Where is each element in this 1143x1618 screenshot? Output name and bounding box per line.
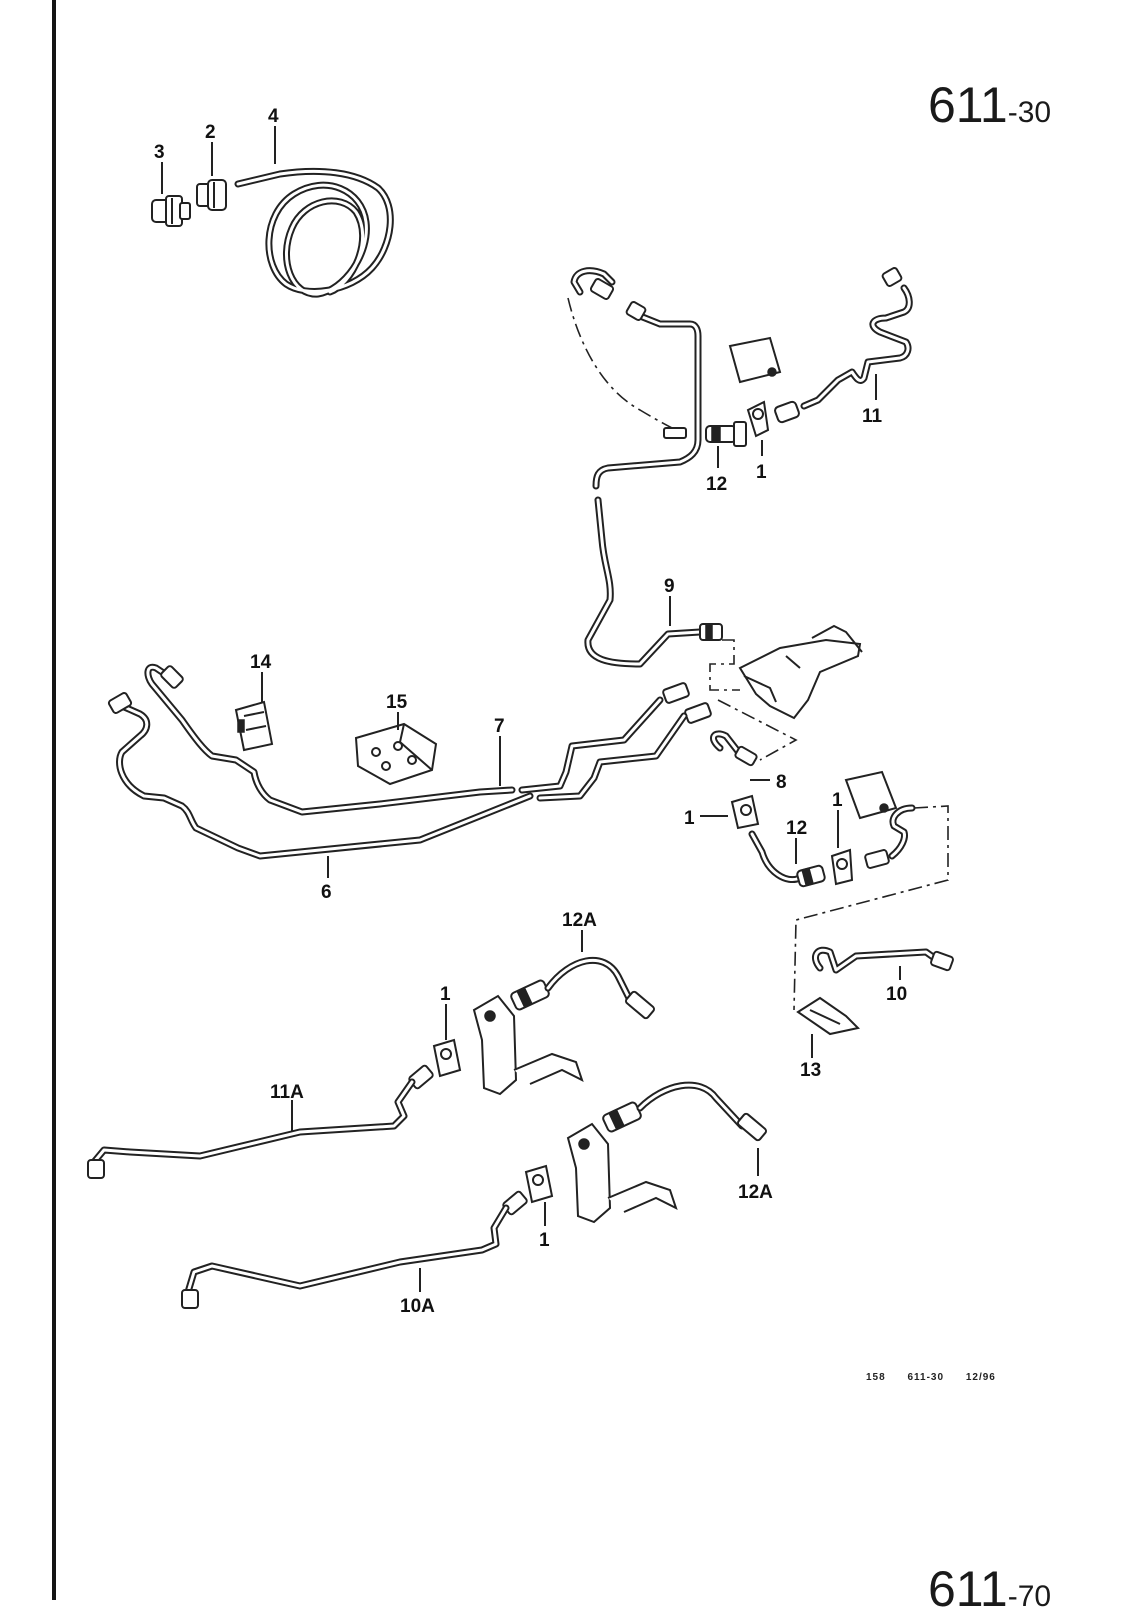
callout-12-upper: 12 [706,474,727,495]
callout-1-10A: 1 [539,1230,550,1251]
part-plate-upper [728,336,782,384]
callout-1-upper: 1 [756,462,767,483]
part-bracket-lower-large [566,1122,678,1224]
part-8-bolt [710,730,758,767]
part-plate-lower [844,770,898,820]
page-left-rule [52,0,56,1600]
callout-2: 2 [205,122,216,143]
part-1-bracket-mid [730,794,760,830]
part-12A-hose-lower [602,1081,767,1142]
callout-1-11A: 1 [440,984,451,1005]
callout-9: 9 [664,576,675,597]
callout-15: 15 [386,692,408,713]
callout-3: 3 [154,142,165,163]
page-number-main: 611 [928,77,1008,133]
callout-12A-lower: 12A [738,1182,773,1203]
part-6-long-pipe [107,692,688,860]
callout-10: 10 [886,984,907,1005]
callout-12-lower: 12 [786,818,807,839]
part-1-bracket-upper [746,400,770,438]
part-12-hose-upper [705,421,747,447]
callout-1-mid: 1 [684,808,695,829]
callout-13: 13 [800,1060,821,1081]
page-number-suffix: -30 [1007,96,1052,129]
part-1-bracket-lower [830,848,854,886]
part-15-clamp-block [354,722,438,786]
part-1-bracket-11A [432,1038,462,1078]
callout-4: 4 [268,106,279,127]
part-upper-left-pipe [567,267,704,668]
callout-14: 14 [250,652,272,673]
part-1-bracket-10A [524,1164,554,1204]
part-10-pipe [812,946,954,974]
part-9-fitting [699,623,740,691]
part-12-hose-lower [748,830,826,888]
part-13-clip [796,996,861,1036]
leader-lines [161,126,901,1292]
part-10-pipe-fitting [793,804,949,1011]
callout-labels: 3 2 4 12 1 11 9 14 15 7 6 8 1 12 1 10 13… [154,106,907,1317]
part-3-union-fitting [151,195,191,227]
part-2-nut [196,179,227,211]
callout-6: 6 [321,882,332,903]
footer-code-1: 158 [866,1372,886,1383]
part-10A-pipe [181,1190,528,1309]
callout-12A-upper: 12A [562,910,597,931]
part-7-long-pipe [144,663,664,816]
callout-11A: 11A [270,1082,304,1103]
part-valve-body [717,624,863,761]
callout-7: 7 [494,716,505,737]
part-bracket-upper-large [472,994,584,1096]
part-6-7-fittings [662,682,712,724]
part-4-coiled-pipe [234,167,394,298]
page-number-top: 611-30 [928,76,1051,134]
part-11A-pipe [87,1064,434,1179]
part-14-clip [234,700,274,752]
footer-code-3: 12/96 [965,1372,996,1383]
callout-8: 8 [776,772,787,793]
part-11-pipe [774,267,913,424]
footer-code-2: 611-30 [907,1372,945,1383]
callout-11: 11 [862,406,883,427]
callout-1-lower: 1 [832,790,843,811]
part-12A-hose-upper [510,956,655,1020]
callout-10A: 10A [400,1296,435,1317]
footer-code: 158 611-30 12/96 [866,1372,1014,1383]
